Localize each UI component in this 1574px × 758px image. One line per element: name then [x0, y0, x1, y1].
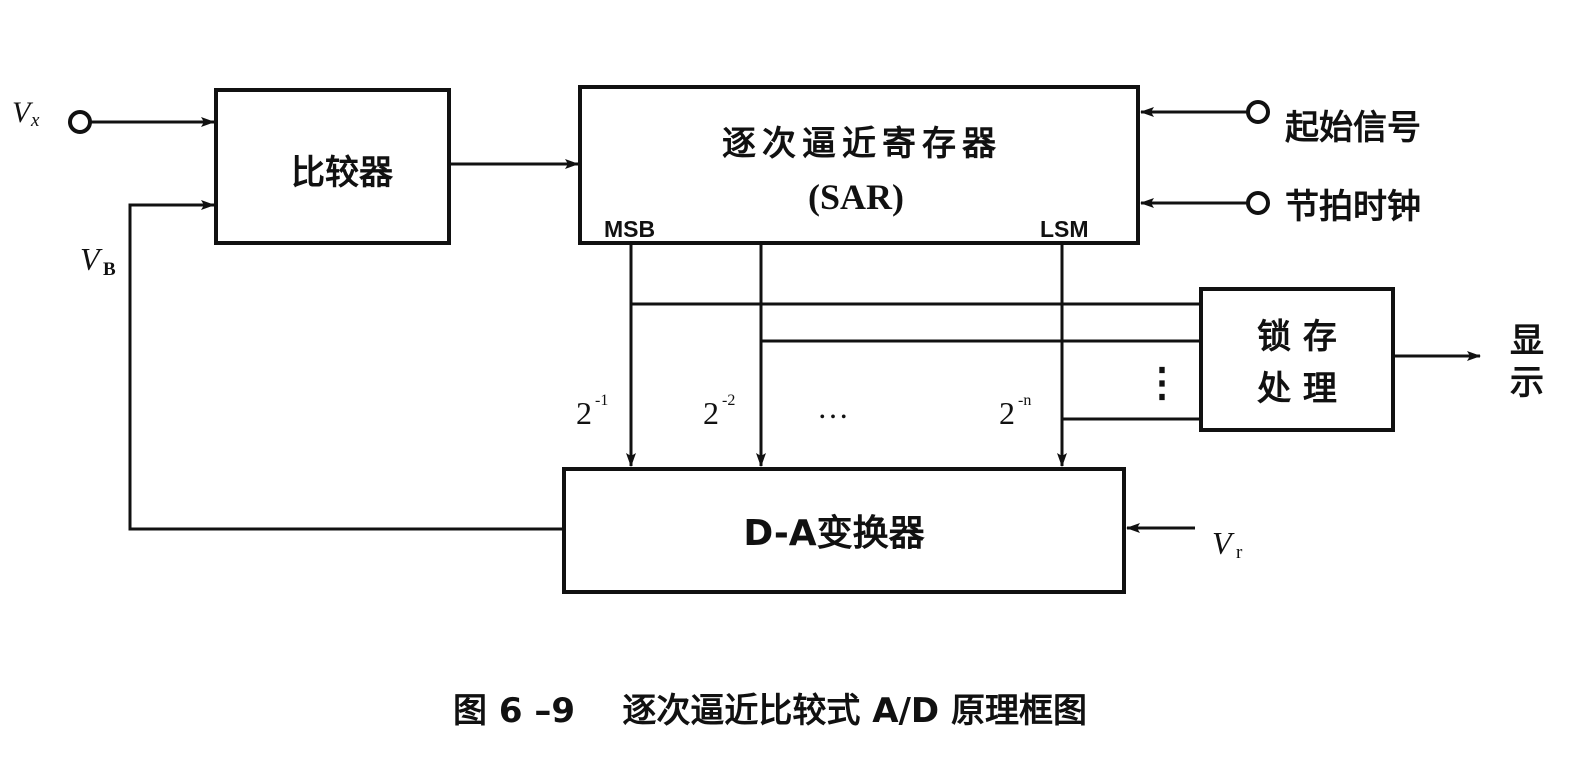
svg-text:V: V — [80, 241, 103, 277]
sar-title: 逐次逼近寄存器 — [722, 124, 1002, 164]
weight-label-n: 2 -n — [999, 392, 1031, 431]
svg-text:V: V — [12, 96, 34, 129]
sar-block — [578, 85, 1140, 245]
latch-label-line1: 锁 存 — [1257, 317, 1337, 357]
weight-label-1: 2 -1 — [576, 392, 608, 431]
latch-block — [1199, 287, 1395, 432]
svg-text:2: 2 — [999, 395, 1015, 431]
clock-terminal — [1246, 191, 1270, 215]
vb-label: V B — [80, 241, 116, 280]
vx-terminal — [68, 110, 92, 134]
vx-label: V x — [12, 96, 40, 131]
latch-label-line2: 处 理 — [1256, 369, 1337, 409]
sar-subtitle: (SAR) — [808, 177, 904, 217]
svg-text:r: r — [1236, 542, 1243, 563]
figure-caption: 图 6 –9 逐次逼近比较式 A/D 原理框图 — [453, 691, 1087, 731]
comparator-block — [214, 88, 451, 245]
clock-signal-label: 节拍时钟 — [1285, 187, 1421, 227]
svg-text:2: 2 — [703, 395, 719, 431]
feedback-vb-line — [128, 200, 563, 531]
weight-ellipsis: … — [817, 389, 849, 425]
weight-label-2: 2 -2 — [703, 392, 735, 431]
display-label-line1: 显 — [1510, 321, 1544, 361]
latch-input-vdots: ⋮ — [1142, 360, 1182, 405]
svg-text:x: x — [30, 110, 40, 131]
vr-label: V r — [1212, 525, 1243, 563]
svg-text:-2: -2 — [722, 392, 735, 409]
svg-text:B: B — [103, 259, 116, 280]
msb-label: MSB — [604, 216, 655, 242]
comparator-label: 比较器 — [291, 153, 394, 193]
svg-text:-1: -1 — [595, 392, 608, 409]
lsm-label: LSM — [1040, 216, 1089, 242]
start-signal-label: 起始信号 — [1285, 108, 1421, 148]
svg-text:V: V — [1212, 525, 1235, 561]
dac-block — [562, 467, 1126, 594]
dac-label: D-A变换器 — [743, 512, 925, 554]
svg-text:-n: -n — [1018, 392, 1031, 409]
svg-text:2: 2 — [576, 395, 592, 431]
start-terminal — [1246, 100, 1270, 124]
display-label-line2: 示 — [1510, 363, 1544, 403]
